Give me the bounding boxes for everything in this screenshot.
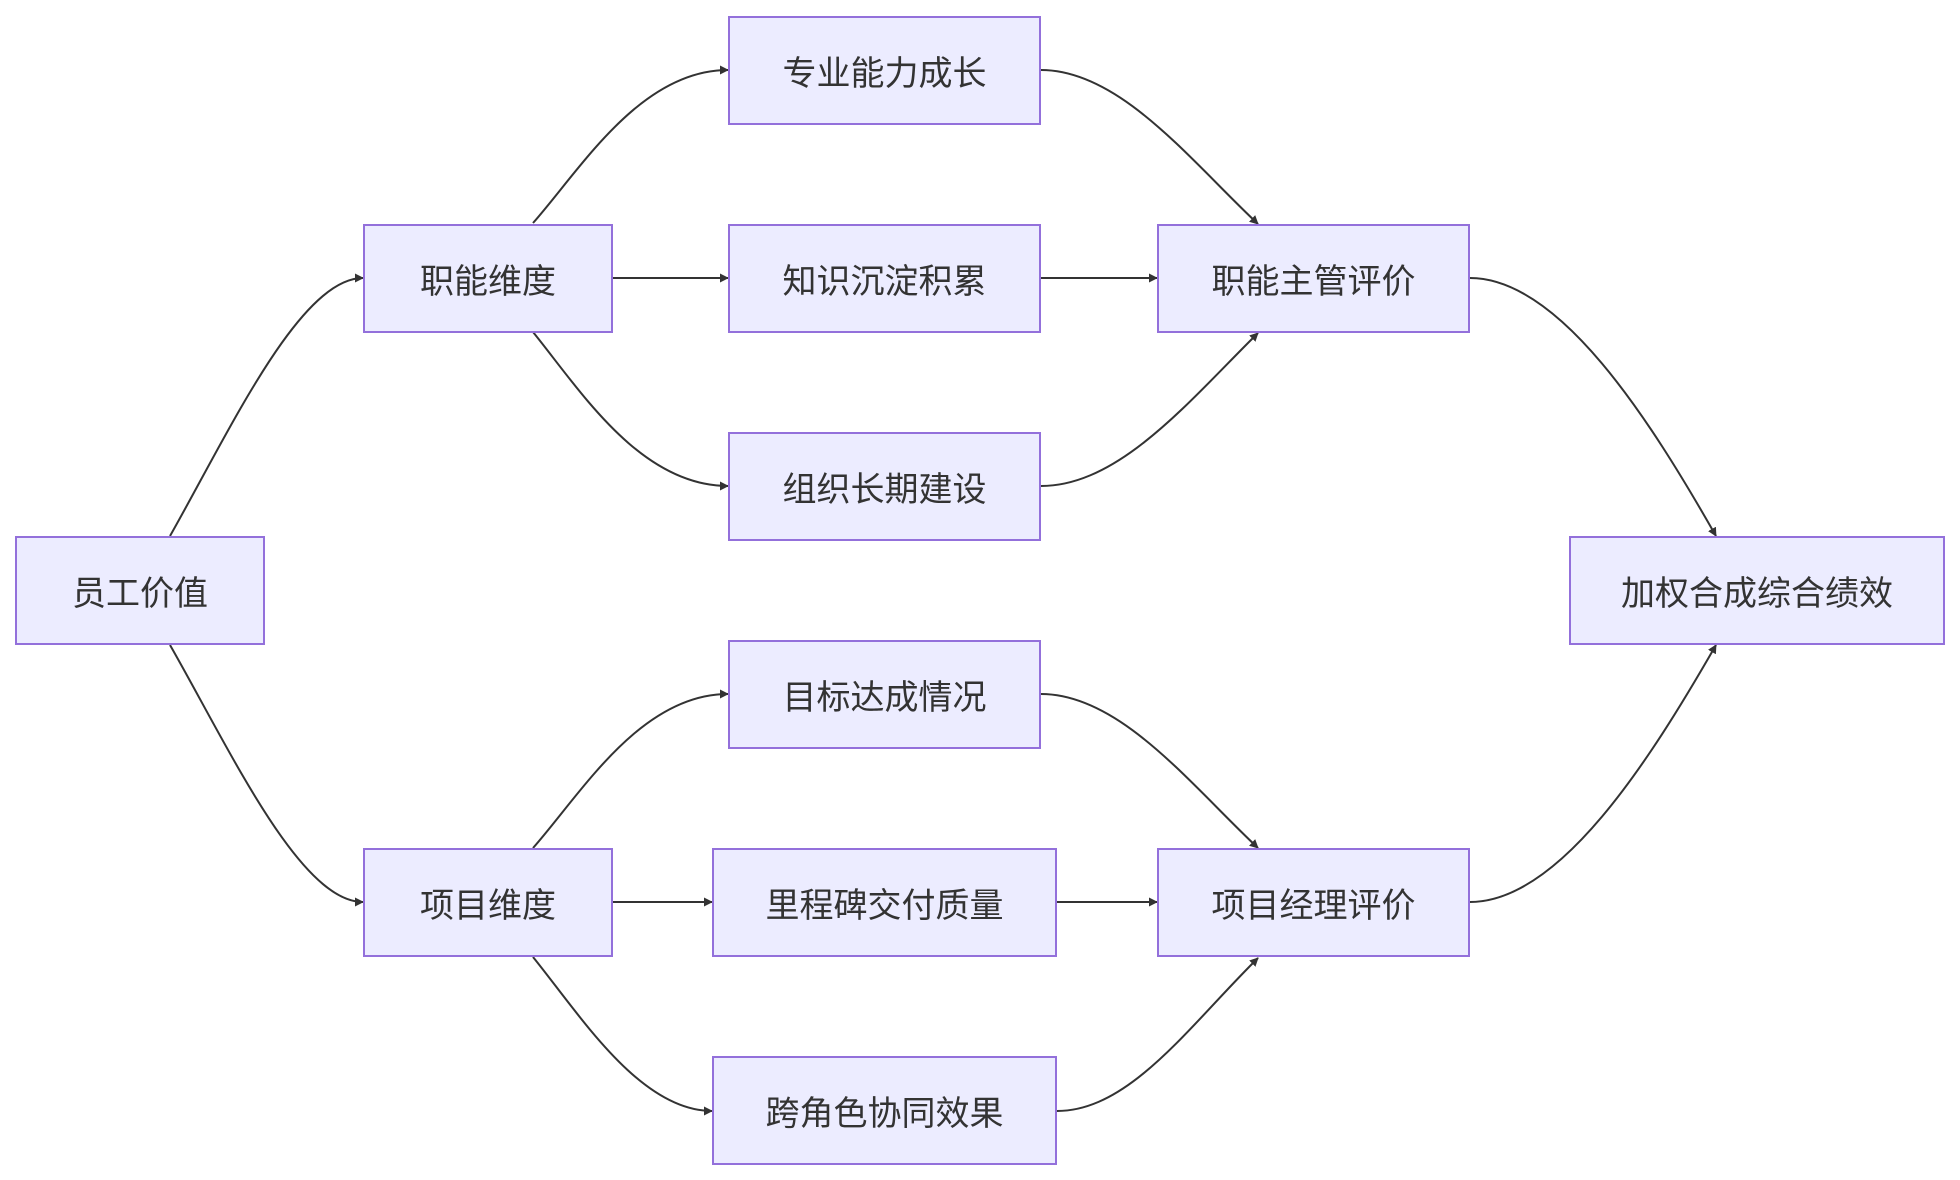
node-project-manager-eval[interactable]: 项目经理评价 <box>1157 848 1470 957</box>
node-milestone-delivery-quality[interactable]: 里程碑交付质量 <box>712 848 1057 957</box>
edge-functional-dimension-to-org-long-term-building <box>532 331 729 491</box>
edge-functional-dimension-to-professional-growth <box>532 65 729 224</box>
node-label: 目标达成情况 <box>782 678 987 718</box>
node-professional-growth[interactable]: 专业能力成长 <box>728 16 1041 125</box>
node-label: 里程碑交付质量 <box>765 886 1004 926</box>
edge-cross-role-collaboration-to-project-manager-eval <box>1056 957 1259 1112</box>
node-label: 项目维度 <box>420 886 556 926</box>
node-functional-dimension[interactable]: 职能维度 <box>363 224 613 333</box>
node-functional-supervisor-eval[interactable]: 职能主管评价 <box>1157 224 1470 333</box>
edge-functional-supervisor-eval-to-weighted-overall-performance <box>1469 277 1717 537</box>
edge-org-long-term-building-to-functional-supervisor-eval <box>1040 332 1259 487</box>
node-org-long-term-building[interactable]: 组织长期建设 <box>728 432 1041 541</box>
node-label: 职能维度 <box>420 262 556 302</box>
node-label: 项目经理评价 <box>1211 886 1416 926</box>
edge-project-dimension-to-goal-achievement <box>532 689 729 849</box>
edge-project-dimension-to-cross-role-collaboration <box>532 956 713 1116</box>
node-weighted-overall-performance[interactable]: 加权合成综合绩效 <box>1569 536 1945 645</box>
node-project-dimension[interactable]: 项目维度 <box>363 848 613 957</box>
edge-goal-achievement-to-project-manager-eval <box>1040 693 1259 849</box>
edge-professional-growth-to-functional-supervisor-eval <box>1040 69 1259 225</box>
edge-employee-value-to-functional-dimension <box>169 273 364 537</box>
node-cross-role-collaboration[interactable]: 跨角色协同效果 <box>712 1056 1057 1165</box>
edge-project-manager-eval-to-weighted-overall-performance <box>1469 644 1717 903</box>
node-label: 员工价值 <box>72 574 208 614</box>
node-goal-achievement[interactable]: 目标达成情况 <box>728 640 1041 749</box>
edge-employee-value-to-project-dimension <box>169 644 364 907</box>
node-knowledge-accumulation[interactable]: 知识沉淀积累 <box>728 224 1041 333</box>
node-label: 职能主管评价 <box>1211 262 1416 302</box>
node-employee-value[interactable]: 员工价值 <box>15 536 265 645</box>
node-label: 专业能力成长 <box>782 54 987 94</box>
node-label: 知识沉淀积累 <box>782 262 987 302</box>
node-label: 跨角色协同效果 <box>765 1094 1004 1134</box>
node-label: 组织长期建设 <box>782 470 987 510</box>
node-label: 加权合成综合绩效 <box>1621 574 1893 614</box>
